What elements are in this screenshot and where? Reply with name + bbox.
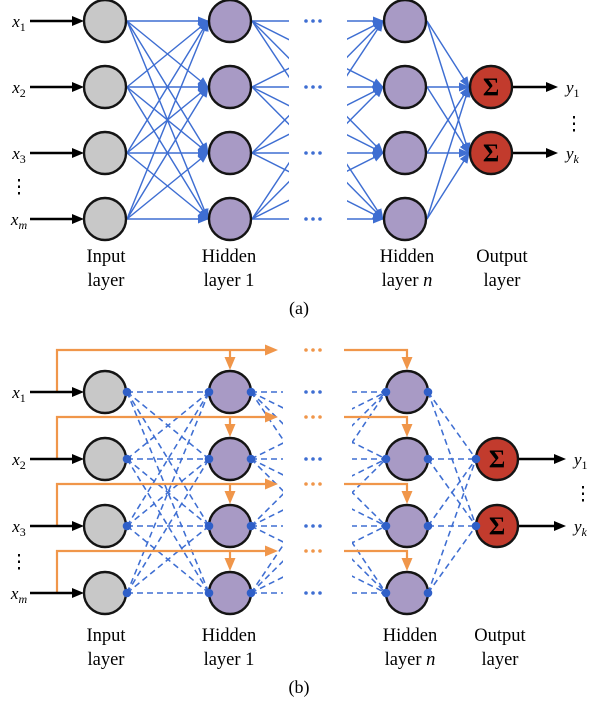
a-layer-label-1-line2: layer [88,271,125,291]
b-hidden1-node-3 [207,503,253,549]
a-hidden1-node-3 [207,130,253,176]
b-layer-label-3-line1: Hidden [383,626,437,646]
b-input-node-2 [82,436,128,482]
b-layer-label-1-line2: layer [88,650,125,670]
b-output-label-1: y1 [572,450,588,472]
b-input-label-2: x2 [11,450,26,472]
a-sum-node-1 [468,64,514,110]
b-input-label-4: xm [10,584,28,606]
b-hidden1-node-4 [207,570,253,616]
a-continuation-dots [304,19,322,221]
a-input-label-4: xm [10,210,28,232]
a-sum-node-2 [468,130,514,176]
b-hiddenN-node-3 [384,503,430,549]
a-input-node-2 [82,64,128,110]
b-input-node-3 [82,503,128,549]
a-input-node-4 [82,196,128,242]
b-connection-dots [122,387,481,598]
a-layer-label-4-line2: layer [484,271,521,291]
b-hidden1-node-2 [207,436,253,482]
b-io-arrows [30,387,566,598]
b-layer-gap [283,332,352,618]
caption-b: (b) [289,677,310,698]
a-output-ellipsis: ⋮ [565,114,584,135]
a-layer-label-4-line1: Output [476,247,528,267]
a-hiddenN-node-1 [382,0,428,44]
a-hiddenN-node-2 [382,64,428,110]
a-sum-symbol-2: Σ [483,140,499,167]
a-labels: x1 x2 x3 xm ⋮ y1 yk ⋮ Input layer Hidden layer 1 Hid… [10,12,584,319]
b-output-ellipsis: ⋮ [574,484,593,505]
a-input-node-1 [82,0,128,44]
b-layer-label-2-line1: Hidden [202,626,256,646]
a-hidden1-node-2 [207,64,253,110]
b-sum-symbol-2: Σ [489,513,505,540]
a-input-label-2: x2 [11,78,26,100]
b-hiddenN-node-1 [384,369,430,415]
a-layer-label-3-line2: layer n [382,271,433,291]
b-layer-label-2-line2: layer 1 [204,650,255,670]
b-layer-label-4-line2: layer [482,650,519,670]
b-output-label-2: yk [572,517,588,539]
a-io-arrows [30,16,558,224]
a-input-node-3 [82,130,128,176]
a-hidden1-node-1 [207,0,253,44]
b-skip-connections [55,344,413,593]
a-input-label-3: x3 [11,144,26,166]
panel-b: Σ Σx1 x2 x3 xm ⋮ y1 yk ⋮ Input layer Hidden layer 1 H… [10,332,593,698]
a-hiddenN-node-4 [382,196,428,242]
b-layer-label-3-line2: layer n [385,650,436,670]
a-input-label-1: x1 [11,12,26,34]
a-hidden1-node-4 [207,196,253,242]
b-input-ellipsis: ⋮ [10,552,29,573]
b-input-label-3: x3 [11,517,26,539]
b-input-label-1: x1 [11,383,26,405]
b-layer-label-1-line1: Input [86,626,126,646]
a-output-label-1: y1 [564,78,580,100]
a-hiddenN-node-3 [382,130,428,176]
b-labels: x1 x2 x3 xm ⋮ y1 yk ⋮ Input layer Hidden layer 1 Hid… [10,383,593,698]
b-sum-symbol-1: Σ [489,446,505,473]
a-layer-gap [289,0,347,246]
b-layer-label-4-line1: Output [474,626,526,646]
b-edges-hiddenN-output [427,391,477,594]
a-input-ellipsis: ⋮ [10,177,29,198]
b-edges-input-hidden1 [126,391,210,594]
a-output-label-2: yk [564,144,580,166]
a-layer-label-2-line1: Hidden [202,247,256,267]
b-hiddenN-node-4 [384,570,430,616]
a-sum-symbol-1: Σ [483,74,499,101]
b-hidden1-node-1 [207,369,253,415]
a-layer-label-2-line2: layer 1 [204,271,255,291]
a-edges-input-hidden1 [126,16,209,224]
b-hiddenN-node-2 [384,436,430,482]
a-edges-hiddenN-output [426,20,471,220]
b-input-node-4 [82,570,128,616]
caption-a: (a) [289,298,309,319]
b-continuation-dots [304,348,322,595]
panel-a: Σ Σx1 x2 x3 xm ⋮ y1 yk ⋮ Input layer Hidden layer 1 H… [10,0,584,319]
a-layer-label-3-line1: Hidden [380,247,434,267]
a-layer-label-1-line1: Input [86,247,126,267]
b-input-node-1 [82,369,128,415]
